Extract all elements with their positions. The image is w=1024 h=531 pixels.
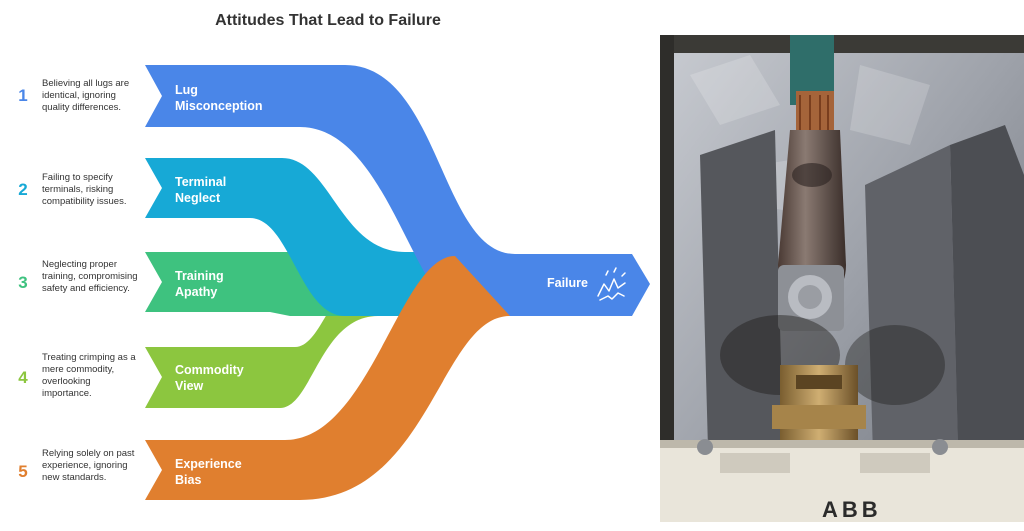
flow-band-terminal-neglect (145, 158, 445, 316)
attitude-number-2: 2 (18, 180, 28, 199)
attitude-number-1: 1 (18, 86, 28, 105)
page-title: Attitudes That Lead to Failure (215, 12, 441, 29)
attitude-label-5: Experience Bias (175, 457, 242, 487)
abb-brand-text: ABB (822, 497, 882, 522)
lightning-broken-icon (597, 267, 626, 301)
attitude-label-2: Terminal Neglect (175, 175, 227, 205)
attitude-description-1: Believing all lugs are identical, ignori… (42, 78, 130, 113)
attitude-description-3: Neglecting proper training, compromising… (42, 259, 138, 294)
flow-band-experience-bias (145, 256, 510, 500)
attitude-label-1: Lug Misconception (175, 83, 263, 113)
attitude-description-2: Failing to specify terminals, risking co… (42, 172, 127, 207)
failure-label: Failure (547, 276, 588, 290)
attitude-label-3: Training Apathy (175, 269, 224, 299)
burned-lug-photo: ABB (660, 35, 1024, 522)
flow-band-commodity-view (145, 288, 378, 408)
attitude-number-5: 5 (18, 462, 28, 481)
attitude-number-4: 4 (18, 368, 28, 387)
attitude-label-4: Commodity View (175, 363, 244, 393)
attitude-number-3: 3 (18, 273, 28, 292)
flow-diagram (145, 65, 650, 500)
attitude-description-4: Treating crimping as a mere commodity, o… (42, 352, 136, 399)
flow-band-lug-misconception (145, 65, 650, 316)
attitude-description-5: Relying solely on past experience, ignor… (42, 448, 135, 483)
